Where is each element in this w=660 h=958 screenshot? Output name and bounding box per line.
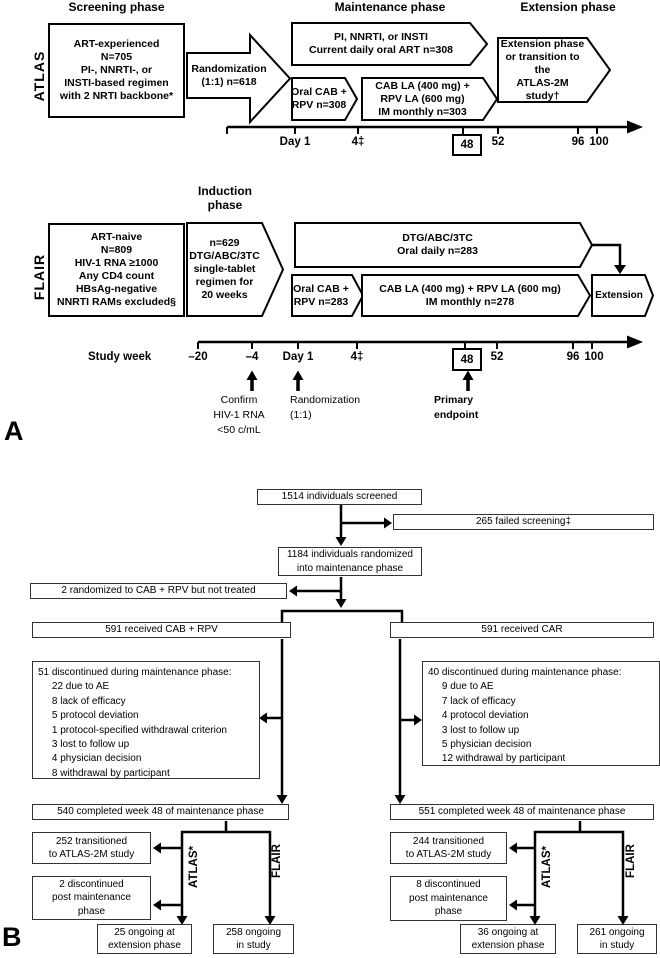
right-discontinued-box: 40 discontinued during maintenance phase… <box>422 661 660 766</box>
flair-timeline-axis <box>197 335 643 350</box>
flair-induction-pentagon <box>186 222 285 317</box>
flair-tick-96: 96 <box>566 351 580 363</box>
left-ongoing-study-box: 258 ongoing in study <box>213 924 294 954</box>
atlas-tick-day1: Day 1 <box>279 136 311 148</box>
left-atlas-branch-label: ATLAS* <box>188 846 200 888</box>
flair-dtg-label: DTG/ABC/3TC Oral daily n=283 <box>397 232 478 257</box>
flair-induction-phase-header: Induction phase <box>198 184 252 212</box>
flair-randomization-annotation: Randomization (1:1) <box>290 394 361 421</box>
flair-tick-day1: Day 1 <box>282 351 314 363</box>
randomized-box: 1184 individuals randomized into mainten… <box>278 547 422 576</box>
atlas-row-label: ATLAS <box>31 50 47 102</box>
atlas-tick-4: 4‡ <box>351 136 365 148</box>
atlas-extension-pentagon <box>497 37 612 103</box>
flair-cab-la-label: CAB LA (400 mg) + RPV LA (600 mg) IM mon… <box>379 282 561 308</box>
consort-connectors <box>153 505 629 925</box>
flair-tick-m20: –20 <box>188 351 208 363</box>
flair-extension-pentagon <box>591 274 655 317</box>
right-transitioned-box: 244 transitioned to ATLAS-2M study <box>390 832 507 864</box>
right-completed-box: 551 completed week 48 of maintenance pha… <box>390 804 654 820</box>
failed-screening-box: 265 failed screening‡ <box>393 514 654 530</box>
right-ongoing-study-box: 261 ongoing in study <box>577 924 657 954</box>
atlas-oral-art-pentagon <box>291 22 489 66</box>
left-ongoing-extension-box: 25 ongoing at extension phase <box>97 924 192 954</box>
flair-induction-label: n=629 DTG/ABC/3TC single-tablet regimen … <box>189 237 260 301</box>
not-treated-box: 2 randomized to CAB + RPV but not treate… <box>30 583 287 599</box>
flair-oral-cab-label: Oral CAB + RPV n=283 <box>293 282 349 308</box>
atlas-oral-art-label: PI, NNRTI, or INSTI Current daily oral A… <box>308 31 454 56</box>
left-post-disc-box: 2 discontinued post maintenance phase <box>32 876 151 920</box>
flair-primary-endpoint-up-arrow <box>462 370 474 391</box>
flair-tick-100: 100 <box>584 351 604 363</box>
flair-screening-box: ART-naive N=809 HIV-1 RNA ≥1000 Any CD4 … <box>48 223 185 317</box>
flair-randomization-up-arrow <box>292 370 304 391</box>
panel-a-letter: A <box>4 416 24 446</box>
flair-tick-48-box: 48 <box>452 348 482 371</box>
flair-oral-cab-pentagon <box>291 274 365 317</box>
left-completed-box: 540 completed week 48 of maintenance pha… <box>32 804 289 820</box>
flair-tick-52: 52 <box>490 351 504 363</box>
flair-confirm-up-arrow <box>246 370 258 391</box>
left-received-box: 591 received CAB + RPV <box>32 622 291 638</box>
right-post-disc-box: 8 discontinued post maintenance phase <box>390 876 507 921</box>
atlas-screening-box: ART-experienced N=705 PI-, NNRTI-, or IN… <box>48 23 185 118</box>
flair-confirm-annotation: Confirm HIV-1 RNA <50 c/mL <box>213 394 265 436</box>
atlas-extension-label: Extension phase or transition to the ATL… <box>500 37 585 102</box>
atlas-screening-phase-header: Screening phase <box>68 0 165 14</box>
atlas-cab-la-pentagon <box>361 77 499 121</box>
left-transitioned-box: 252 transitioned to ATLAS-2M study <box>32 832 151 864</box>
atlas-tick-100: 100 <box>589 136 609 148</box>
atlas-extension-phase-header: Extension phase <box>520 0 616 14</box>
flair-cab-la-pentagon <box>361 274 592 317</box>
flair-extension-elbow-arrow <box>591 243 626 274</box>
flair-study-week-label: Study week <box>88 351 152 363</box>
atlas-timeline-axis <box>226 120 643 135</box>
atlas-cab-la-label: CAB LA (400 mg) + RPV LA (600 mg) IM mon… <box>375 79 470 118</box>
flair-extension-label: Extension <box>595 290 643 301</box>
flair-row-label: FLAIR <box>31 253 47 301</box>
atlas-tick-52: 52 <box>491 136 505 148</box>
right-atlas-branch-label: ATLAS* <box>541 846 553 888</box>
right-received-box: 591 received CAR <box>390 622 654 638</box>
left-discontinued-box: 51 discontinued during maintenance phase… <box>32 661 260 779</box>
atlas-oral-cab-pentagon <box>291 77 359 121</box>
flair-tick-m4: –4 <box>245 351 259 363</box>
atlas-tick-96: 96 <box>571 136 585 148</box>
flair-tick-4: 4‡ <box>350 351 364 363</box>
panel-b-letter: B <box>2 922 22 952</box>
atlas-maintenance-phase-header: Maintenance phase <box>334 0 446 14</box>
right-flair-branch-label: FLAIR <box>625 844 637 878</box>
atlas-tick-48-box: 48 <box>452 134 482 156</box>
atlas-randomization-label: Randomization (1:1) n=618 <box>191 63 267 88</box>
left-flair-branch-label: FLAIR <box>271 844 283 878</box>
flair-primary-endpoint-annotation: Primary endpoint <box>434 394 479 421</box>
flair-dtg-pentagon <box>294 222 594 268</box>
atlas-randomization-arrow-shape <box>186 32 292 125</box>
right-ongoing-extension-box: 36 ongoing at extension phase <box>460 924 556 954</box>
atlas-oral-cab-label: Oral CAB + RPV n=308 <box>291 86 347 111</box>
screened-box: 1514 individuals screened <box>257 489 422 505</box>
